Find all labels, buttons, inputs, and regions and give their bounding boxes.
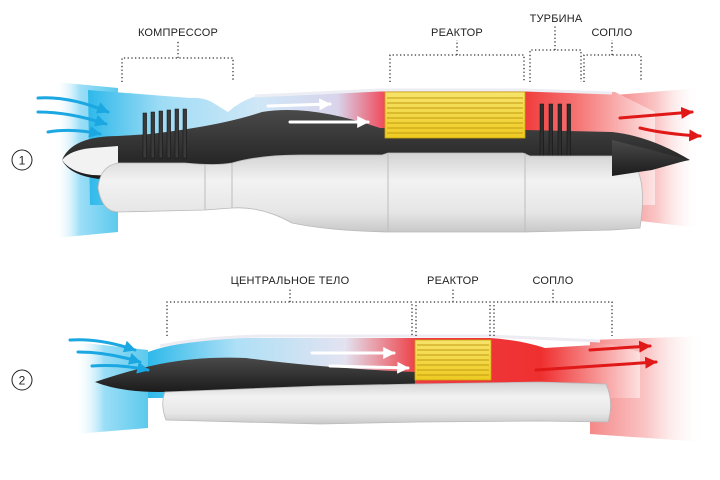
compressor-blade [166, 109, 171, 159]
exhaust-arrows [618, 106, 702, 142]
compressor-blade [182, 108, 187, 159]
intake-arrow [36, 110, 108, 127]
exhaust-arrow [618, 106, 694, 120]
turbine-label: ТУРБИНА [530, 13, 583, 25]
outer-shroud [254, 88, 613, 98]
intake-arrow [36, 96, 110, 114]
nozzle-bracket [583, 40, 642, 82]
exhaust-arrow [638, 126, 702, 142]
intake-arrow [76, 350, 142, 365]
turbine-blade [566, 103, 571, 157]
reactor-core-2 [414, 339, 492, 381]
engine-1: КОМПРЕССОР РЕАКТОР ТУРБИНА СОПЛО 1 [11, 13, 702, 238]
outer-shroud-2 [159, 334, 601, 348]
engine-2: ЦЕНТРАЛЬНОЕ ТЕЛО РЕАКТОР СОПЛО 2 [11, 275, 705, 442]
central-body-bracket [166, 288, 413, 336]
exhaust-arrows-2 [534, 340, 658, 372]
internal-flow-arrows-2 [310, 347, 410, 374]
engine-2-badge: 2 [11, 369, 33, 391]
central-body-label: ЦЕНТРАЛЬНОЕ ТЕЛО [231, 275, 350, 287]
compressor-blade [150, 111, 155, 159]
nose-cone [62, 146, 118, 176]
exhaust-arrow [588, 340, 652, 353]
engine-1-badge: 1 [11, 149, 33, 171]
nozzle-bracket-2 [493, 288, 613, 336]
intake-arrows [36, 96, 110, 138]
compressor-blade [142, 112, 147, 159]
nozzle-label-2: СОПЛО [533, 275, 574, 287]
engine-casing [97, 152, 643, 233]
internal-flow-arrows [266, 98, 370, 128]
turbine-blades [539, 103, 571, 157]
turbine-bracket [529, 26, 582, 82]
section-brackets-1 [121, 26, 642, 82]
intake-arrow [90, 361, 150, 374]
nozzle-label: СОПЛО [592, 27, 633, 39]
reactor-bracket [389, 40, 525, 82]
flow-arrow [328, 361, 410, 374]
turbine-blade [539, 103, 544, 157]
compressor-blade [174, 108, 179, 159]
engine-2-number: 2 [19, 374, 26, 388]
compressor-label: КОМПРЕССОР [138, 27, 218, 39]
central-body-spike [95, 357, 415, 392]
intake-arrows-2 [68, 338, 150, 374]
intake-arrow [46, 125, 102, 138]
turbine-blade [548, 103, 553, 157]
engine-1-number: 1 [19, 154, 26, 168]
flow-arrow [266, 98, 332, 111]
section-brackets-2 [166, 288, 613, 336]
compressor-blades [142, 108, 187, 159]
reactor-label: РЕАКТОР [431, 27, 483, 39]
reactor-bracket-2 [415, 288, 491, 336]
compressor-bracket [121, 40, 234, 82]
reactor-core [384, 91, 526, 139]
turbine-blade [557, 103, 562, 157]
intake-arrow [68, 338, 137, 353]
reactor-label-2: РЕАКТОР [427, 275, 479, 287]
compressor-blade [158, 110, 163, 159]
engine-casing-2 [162, 381, 611, 425]
tail-cone [612, 140, 688, 176]
exhaust-arrow [534, 356, 658, 372]
